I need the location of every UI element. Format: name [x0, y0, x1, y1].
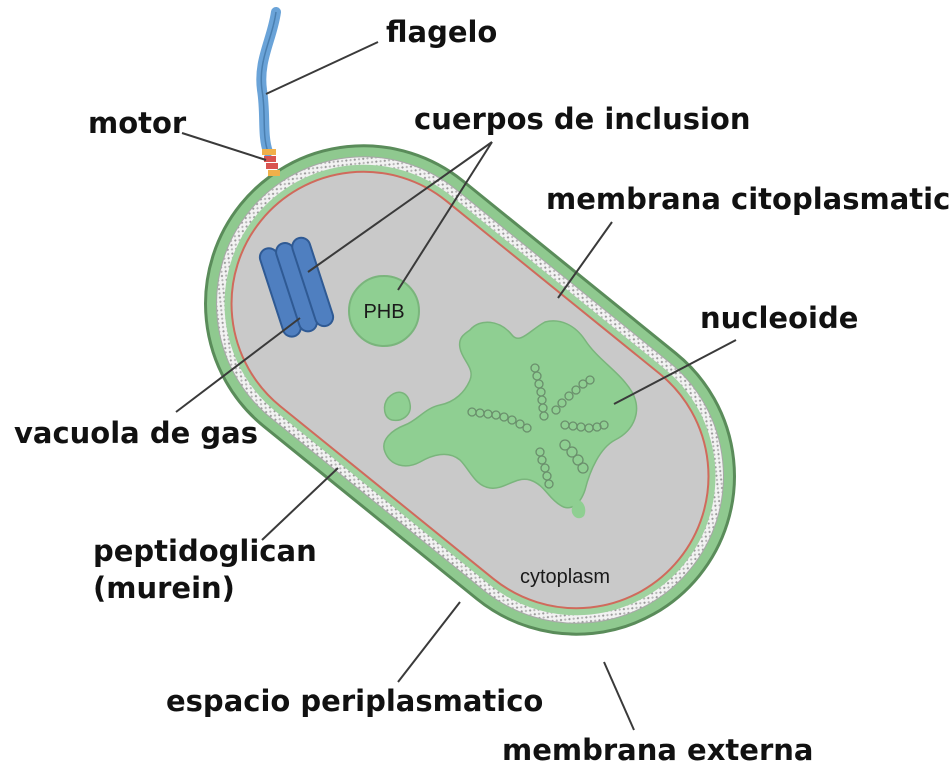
- flagellum: [261, 12, 276, 152]
- phb-label: PHB: [363, 301, 404, 323]
- label-membrana-citoplasmatica: membrana citoplasmatica: [546, 182, 950, 216]
- cytoplasm-label: cytoplasm: [520, 566, 610, 588]
- label-flagelo: flagelo: [386, 15, 497, 49]
- leader-motor: [182, 133, 266, 160]
- leader-peptido: [262, 468, 338, 540]
- label-motor: motor: [88, 106, 187, 140]
- label-cuerpos-inclusion: cuerpos de inclusion: [414, 102, 751, 136]
- label-vacuola-gas: vacuola de gas: [14, 416, 258, 450]
- flagellar-motor: [262, 149, 280, 176]
- leader-espacio: [398, 602, 460, 682]
- label-murein: (murein): [93, 571, 235, 605]
- label-peptidoglican: peptidoglican: [93, 534, 317, 568]
- label-membrana-externa: membrana externa: [502, 733, 813, 767]
- label-nucleoide: nucleoide: [700, 301, 858, 335]
- leader-flagelo: [266, 42, 378, 94]
- leader-membrana-ext: [604, 662, 634, 730]
- label-espacio-periplasmatico: espacio periplasmatico: [166, 684, 543, 718]
